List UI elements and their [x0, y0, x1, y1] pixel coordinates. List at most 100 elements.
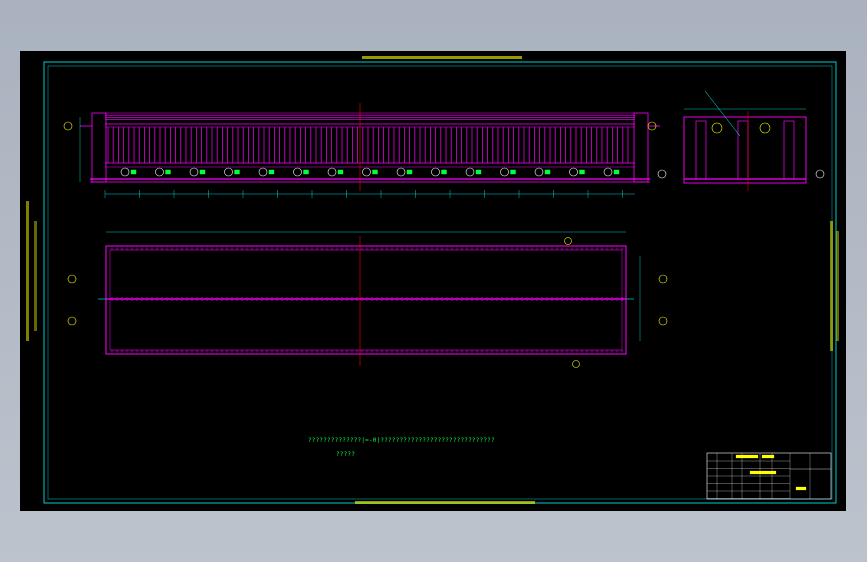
plan-stud: [270, 297, 274, 301]
plan-stud-top: [315, 247, 319, 251]
bolt-marker: [579, 169, 585, 175]
plan-stud-top: [470, 247, 474, 251]
plan-stud: [215, 297, 219, 301]
bolt-marker: [303, 169, 309, 175]
plan-stud: [515, 297, 519, 301]
plan-stud: [495, 297, 499, 301]
plan-stud-top: [270, 247, 274, 251]
left-end-plate: [91, 112, 107, 183]
plan-stud-bottom: [215, 349, 219, 353]
plan-stud-bottom: [160, 349, 164, 353]
plan-stud-bottom: [430, 349, 434, 353]
plan-stud-bottom: [440, 349, 444, 353]
plan-stud: [265, 297, 269, 301]
plan-stud-bottom: [435, 349, 439, 353]
plan-stud: [120, 297, 124, 301]
plan-stud-bottom: [415, 349, 419, 353]
bolt-circle: [465, 167, 475, 177]
plan-inner: [109, 249, 623, 351]
plan-stud-top: [445, 247, 449, 251]
plan-stud-top: [275, 247, 279, 251]
plan-stud-bottom: [400, 349, 404, 353]
plan-stud: [510, 297, 514, 301]
plan-stud-bottom: [145, 349, 149, 353]
bolt-marker: [441, 169, 447, 175]
plan-stud-top: [565, 247, 569, 251]
balloon-left: [63, 121, 73, 131]
plan-stud-bottom: [525, 349, 529, 353]
plan-stud-top: [510, 247, 514, 251]
plan-stud-top: [430, 247, 434, 251]
plan-stud-bottom: [570, 349, 574, 353]
side-leader: [704, 90, 741, 137]
plan-stud: [255, 297, 259, 301]
plan-stud: [365, 297, 369, 301]
plan-stud-top: [290, 247, 294, 251]
plan-stud: [435, 297, 439, 301]
plan-stud: [160, 297, 164, 301]
plan-balloon-6: [572, 360, 580, 368]
plan-stud-top: [310, 247, 314, 251]
plan-stud-top: [350, 247, 354, 251]
cad-drawing-canvas[interactable]: ??????????????|=-0|?????????????????????…: [20, 51, 846, 511]
plan-stud-top: [185, 247, 189, 251]
plan-stud: [490, 297, 494, 301]
plan-stud: [470, 297, 474, 301]
plan-stud-top: [305, 247, 309, 251]
bolt-marker: [475, 169, 482, 175]
plan-stud-top: [355, 247, 359, 251]
plan-stud: [285, 297, 289, 301]
plan-stud-top: [220, 247, 224, 251]
balloon-right: [647, 121, 657, 131]
plan-stud-top: [520, 247, 524, 251]
plan-stud-top: [345, 247, 349, 251]
plan-stud-top: [440, 247, 444, 251]
plan-stud: [210, 297, 214, 301]
plan-stud-top: [150, 247, 154, 251]
plan-stud-bottom: [115, 349, 119, 353]
plan-stud-top: [110, 247, 114, 251]
plan-stud-bottom: [240, 349, 244, 353]
plan-stud-bottom: [605, 349, 609, 353]
plan-stud-top: [295, 247, 299, 251]
plan-stud: [480, 297, 484, 301]
plan-stud: [190, 297, 194, 301]
frame-lettering: [26, 56, 839, 504]
plan-stud-top: [425, 247, 429, 251]
plan-stud-top: [135, 247, 139, 251]
plan-stud-top: [595, 247, 599, 251]
plan-stud-top: [360, 247, 364, 251]
bolt-marker: [234, 169, 240, 175]
plan-stud-top: [250, 247, 254, 251]
plan-stud: [390, 297, 394, 301]
plan-stud-bottom: [325, 349, 329, 353]
side-balloon-right: [815, 169, 825, 179]
plan-stud: [410, 297, 414, 301]
plan-stud: [345, 297, 349, 301]
plan-stud-bottom: [520, 349, 524, 353]
plan-stud-top: [245, 247, 249, 251]
bolt-circle: [362, 167, 371, 177]
technical-note-line-2: ?????: [336, 451, 356, 458]
plan-stud-top: [450, 247, 454, 251]
plan-stud-bottom: [535, 349, 539, 353]
plan-stud-bottom: [270, 349, 274, 353]
plan-stud-bottom: [200, 349, 204, 353]
plan-stud-bottom: [175, 349, 179, 353]
plan-stud: [350, 297, 354, 301]
plan-stud: [310, 297, 314, 301]
plan-stud: [355, 297, 359, 301]
plan-stud: [275, 297, 279, 301]
plan-stud-bottom: [110, 349, 114, 353]
plan-stud-bottom: [155, 349, 159, 353]
plan-stud-top: [175, 247, 179, 251]
plan-stud-bottom: [500, 349, 504, 353]
plan-stud: [475, 297, 479, 301]
plan-stud: [600, 297, 604, 301]
plan-stud-bottom: [285, 349, 289, 353]
plan-stud-bottom: [125, 349, 129, 353]
plan-stud: [550, 297, 554, 301]
plan-stud: [235, 297, 239, 301]
plan-stud-top: [190, 247, 194, 251]
side-post-mid: [737, 120, 749, 180]
